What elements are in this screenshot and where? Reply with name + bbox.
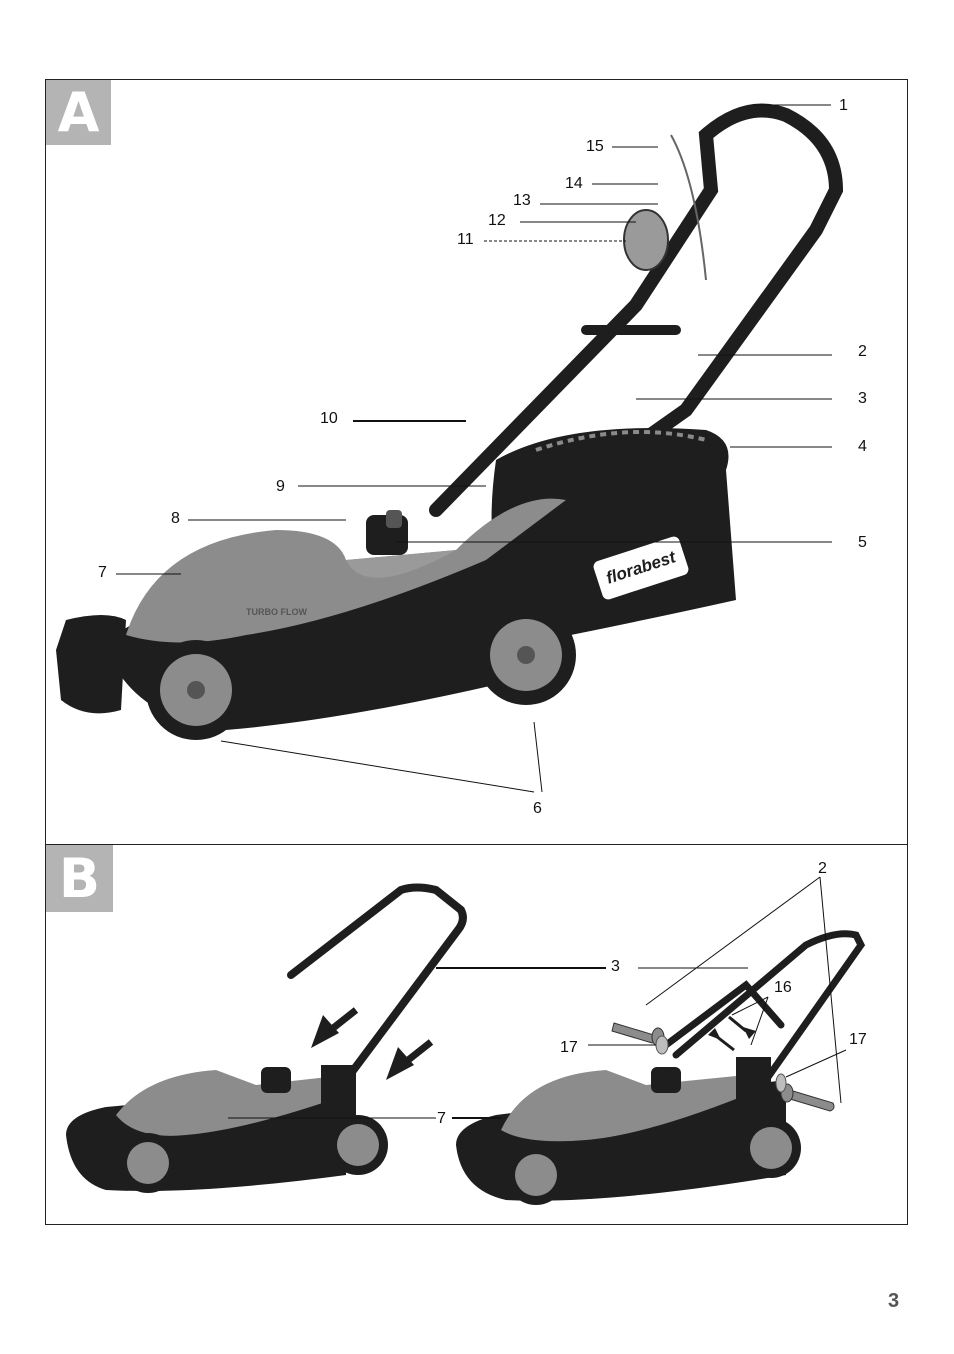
panel-a-badge: A xyxy=(46,80,111,145)
motor-cover xyxy=(126,498,566,643)
callout-8: 8 xyxy=(171,510,180,527)
callout-6: 6 xyxy=(533,800,542,817)
callout-2b: 2 xyxy=(818,860,827,877)
callout-14: 14 xyxy=(565,175,583,192)
handle-frame-detached xyxy=(287,883,467,1084)
washers xyxy=(655,1035,787,1093)
mower-body-left xyxy=(66,1065,388,1193)
callout-13: 13 xyxy=(513,192,531,209)
leader-lines xyxy=(116,104,832,793)
callout-3: 3 xyxy=(858,390,867,407)
callout-15: 15 xyxy=(586,138,604,155)
panel-b-badge: B xyxy=(46,845,113,912)
callout-12: 12 xyxy=(488,212,506,229)
figure-panel-b: B xyxy=(45,845,908,1225)
power-cable xyxy=(670,134,707,281)
figure-panel-a: A florabest TURBO FLOW xyxy=(45,79,908,845)
callout-10: 10 xyxy=(320,410,338,427)
callout-16: 16 xyxy=(774,979,792,996)
rear-wheel xyxy=(476,605,576,705)
callout-1: 1 xyxy=(839,97,848,114)
leader-lines-b xyxy=(228,876,847,1119)
handle-frame-attached xyxy=(662,930,866,1084)
callout-2: 2 xyxy=(858,343,867,360)
insert-arrows xyxy=(311,1007,434,1080)
callout-7b: 7 xyxy=(437,1110,446,1127)
callout-17-right: 17 xyxy=(849,1031,867,1048)
callout-3b: 3 xyxy=(611,958,620,975)
turbo-flow-emblem: TURBO FLOW xyxy=(246,607,307,617)
callout-17-left: 17 xyxy=(560,1039,578,1056)
lawn-mower-illustration: florabest TURBO FLOW xyxy=(56,103,844,793)
callout-9: 9 xyxy=(276,478,285,495)
adjust-arrows xyxy=(708,1015,756,1052)
grass-box xyxy=(491,428,736,640)
locking-knobs xyxy=(611,1022,835,1112)
callout-4: 4 xyxy=(858,438,867,455)
callout-5: 5 xyxy=(858,534,867,551)
front-wheel xyxy=(146,640,246,740)
callout-11: 11 xyxy=(457,231,474,248)
page-number: 3 xyxy=(888,1290,900,1312)
switch-box xyxy=(623,209,669,271)
callout-7: 7 xyxy=(98,564,107,581)
handle-assembly-illustration xyxy=(66,876,866,1205)
mower-body-right xyxy=(456,1057,801,1205)
